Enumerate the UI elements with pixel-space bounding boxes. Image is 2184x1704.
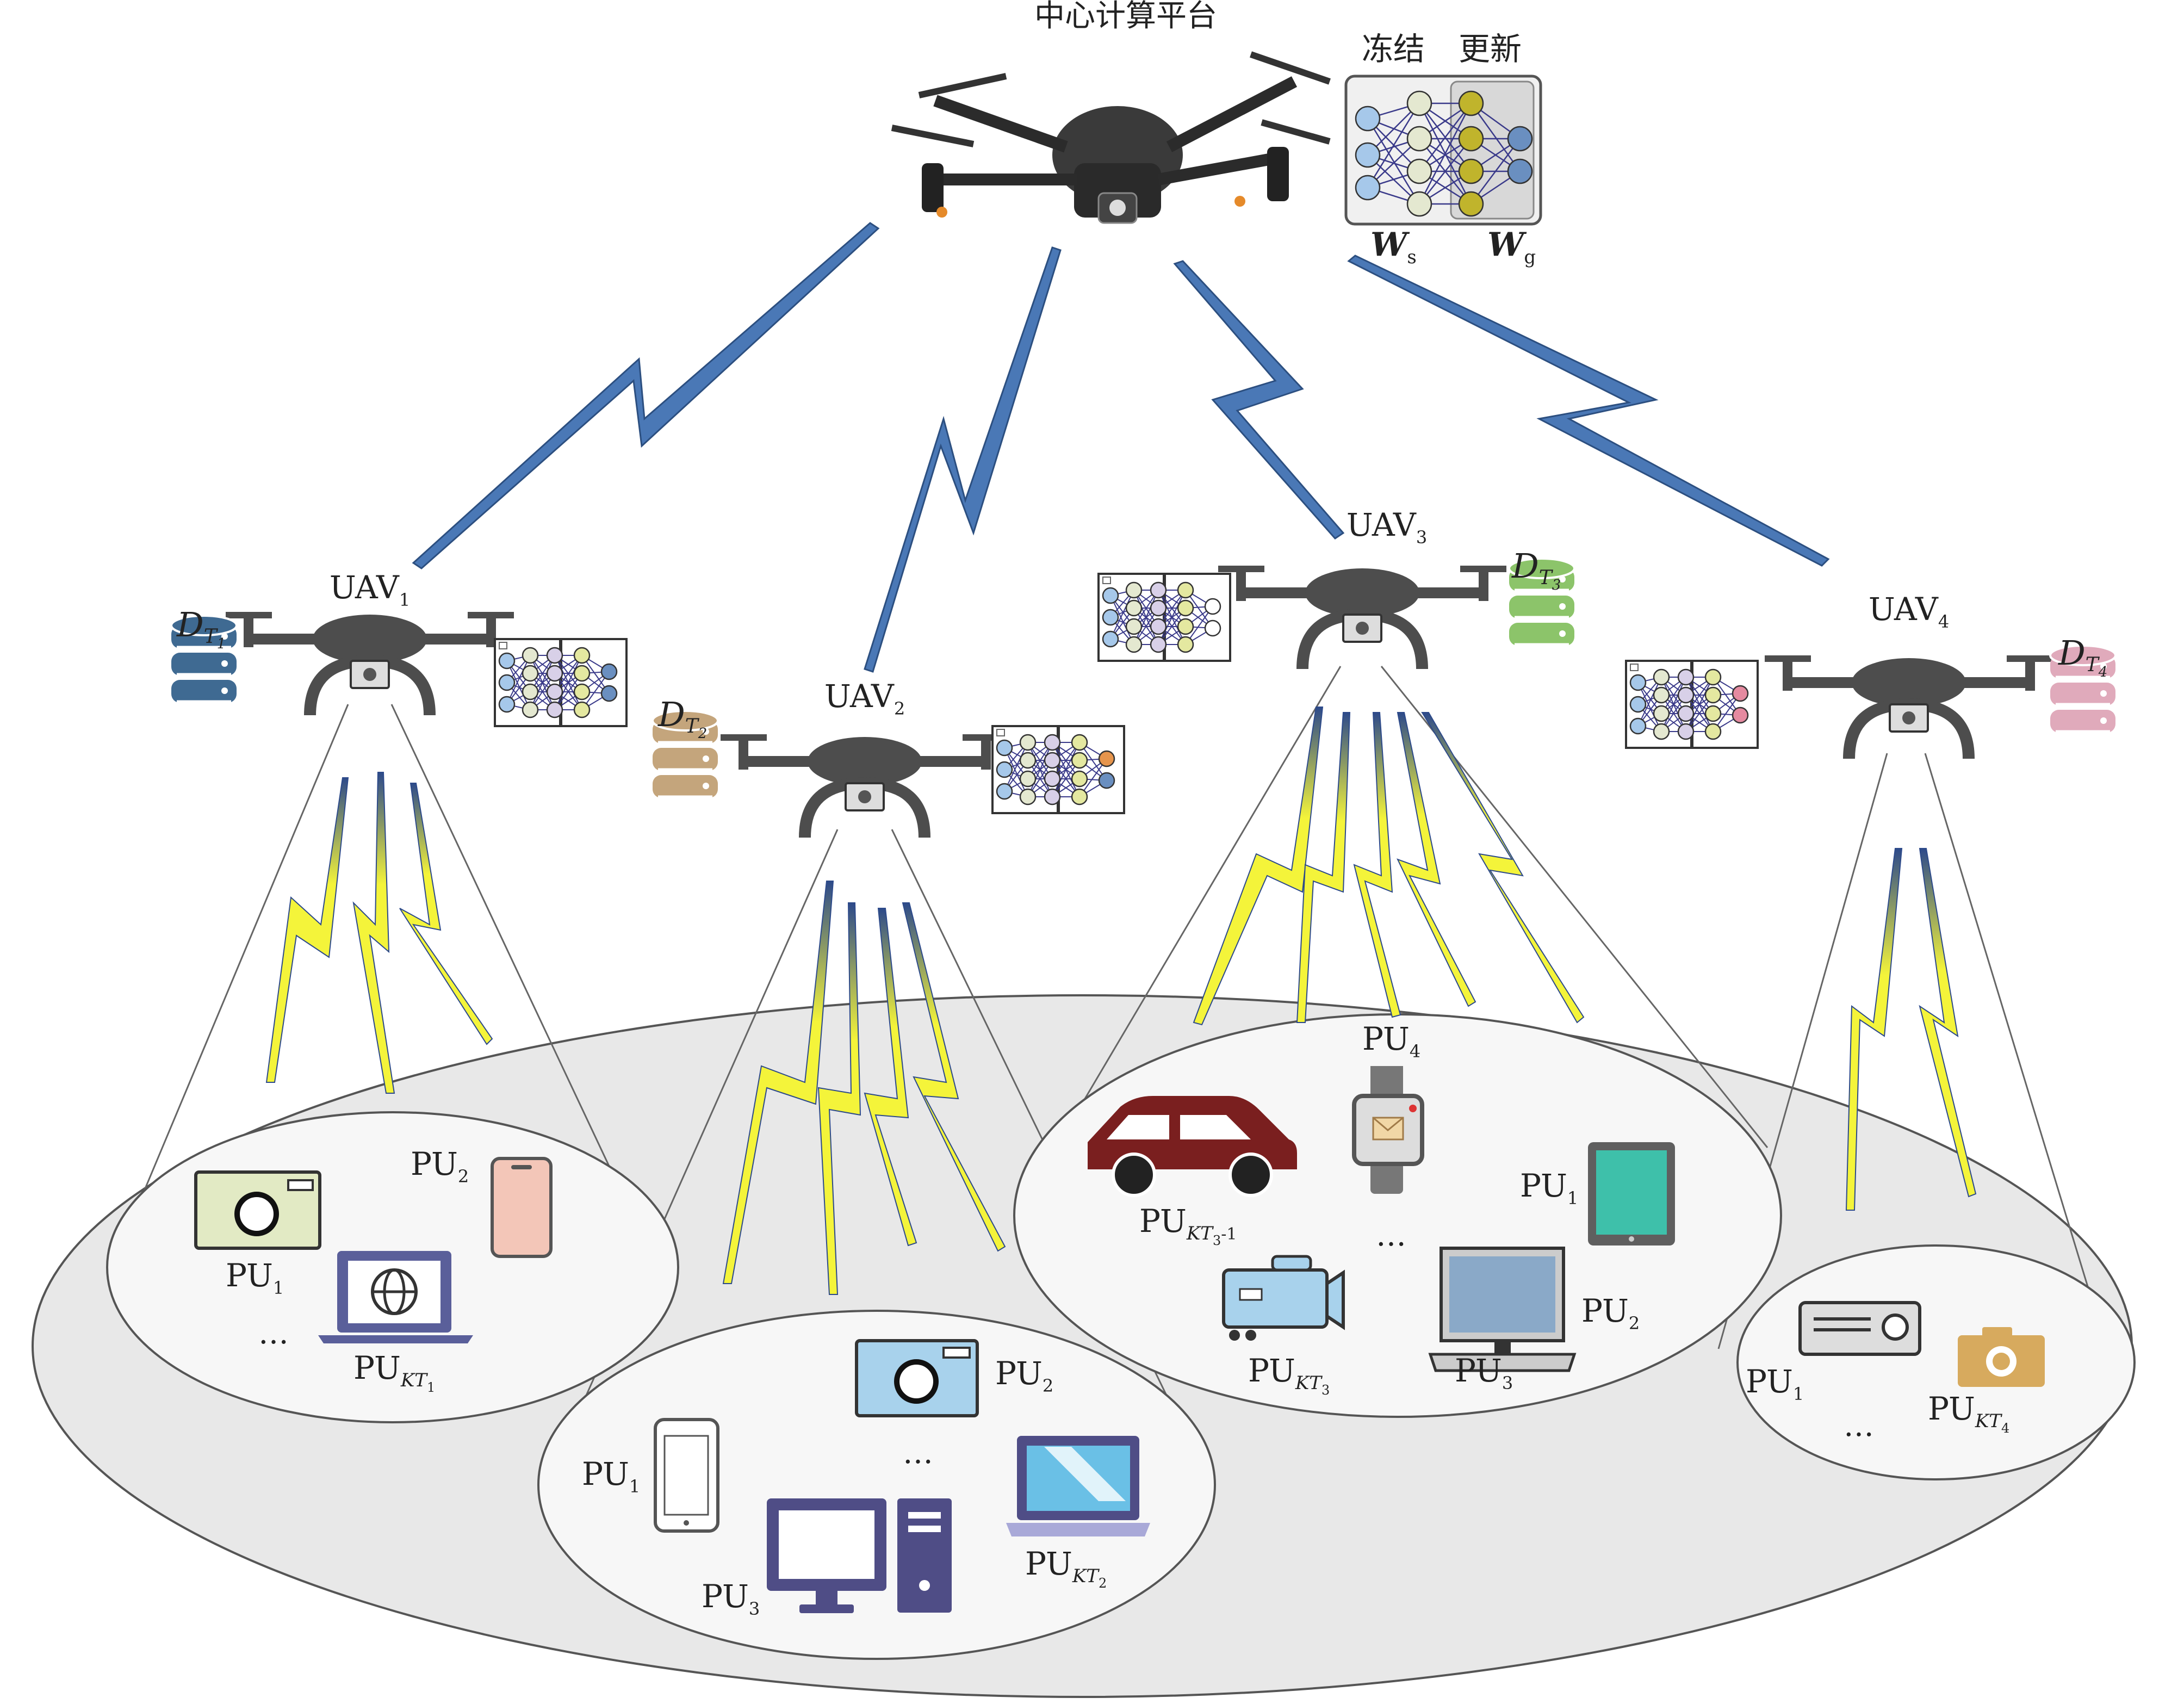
- global-model-box: [1344, 75, 1542, 226]
- c3-pu2-label: PU2: [1581, 1292, 1640, 1334]
- database-icon: [170, 615, 238, 703]
- c1-pu2-label: PU2: [411, 1145, 469, 1187]
- uav-drone-icon: [721, 734, 1009, 838]
- link-to-uav4: [1347, 255, 1830, 567]
- c4-puk-label: PUKT4: [1928, 1390, 2009, 1436]
- uav2-label: UAV2: [824, 678, 905, 719]
- c2-pu1-label: PU1: [582, 1455, 640, 1497]
- smartphone-icon: [654, 1418, 719, 1533]
- database-icon: [1508, 557, 1575, 646]
- c2-pu2-label: PU2: [995, 1355, 1053, 1396]
- projector-icon: [1798, 1301, 1921, 1356]
- c2-dots: …: [903, 1435, 933, 1471]
- c2-pu3-label: PU3: [702, 1578, 760, 1619]
- local-model-icon: [1625, 660, 1759, 749]
- laptop-icon: [318, 1251, 473, 1343]
- link-to-uav1: [412, 222, 880, 569]
- smartphone-icon: [491, 1157, 553, 1258]
- c3-pu1-label: PU1: [1520, 1167, 1578, 1209]
- uav-drone-icon: [1218, 566, 1506, 670]
- local-model-icon: [991, 725, 1125, 814]
- c3-puk-label: PUKT3: [1248, 1352, 1330, 1398]
- c3-pukm-label: PUKT3-1: [1139, 1203, 1237, 1248]
- freeze-label: 冻结: [1362, 30, 1425, 67]
- smartwatch-icon: [1352, 1066, 1424, 1194]
- link-to-uav2: [864, 246, 1062, 673]
- central-drone-icon: [891, 51, 1331, 224]
- c3-pu4-label: PU4: [1362, 1020, 1420, 1062]
- uav3-label: UAV3: [1347, 506, 1427, 548]
- cluster-2: [537, 1310, 1216, 1660]
- cluster-4: [1736, 1244, 2136, 1480]
- camera-icon: [855, 1339, 979, 1417]
- local-model-icon: [494, 638, 628, 727]
- c2-puk-label: PUKT2: [1025, 1545, 1107, 1591]
- device-links: [265, 707, 1977, 1295]
- c1-puk-label: PUKT1: [353, 1349, 435, 1395]
- laptop-icon: [1006, 1436, 1150, 1536]
- tablet-icon: [1588, 1142, 1675, 1246]
- video-camera-icon: [1222, 1255, 1345, 1341]
- camera-icon: [194, 1170, 321, 1250]
- c3-pu3-label: PU3: [1455, 1352, 1513, 1393]
- link-to-uav3: [1173, 260, 1345, 540]
- central-platform-label: 中心计算平台: [1034, 0, 1217, 34]
- wg-label: Wg: [1487, 226, 1536, 268]
- camera-icon: [1958, 1327, 2045, 1387]
- dataset2-label: DT2: [657, 695, 707, 742]
- database-icon: [2049, 645, 2117, 733]
- c1-pu1-label: PU1: [226, 1257, 284, 1298]
- c3-dots: …: [1376, 1218, 1406, 1253]
- update-label: 更新: [1459, 30, 1522, 67]
- database-icon: [652, 710, 719, 798]
- central-links: [412, 222, 1830, 673]
- dataset4-label: DT4: [2058, 633, 2107, 680]
- local-model-icon: [1097, 573, 1231, 662]
- uav4-label: UAV4: [1869, 591, 1949, 632]
- dataset3-label: DT3: [1511, 546, 1561, 593]
- c4-dots: …: [1844, 1408, 1874, 1443]
- c1-dots: …: [258, 1316, 289, 1351]
- dataset1-label: DT1: [176, 605, 226, 652]
- desktop-monitor-icon: [1428, 1247, 1577, 1372]
- car-icon: [1088, 1096, 1297, 1197]
- uav-layer: [170, 557, 2117, 838]
- uav-drone-icon: [1765, 655, 2053, 759]
- desktop-computer-icon: [767, 1498, 952, 1613]
- uav-drone-icon: [226, 612, 514, 716]
- c4-pu1-label: PU1: [1746, 1363, 1804, 1404]
- uav1-label: UAV1: [330, 569, 410, 610]
- ws-label: Ws: [1370, 226, 1417, 268]
